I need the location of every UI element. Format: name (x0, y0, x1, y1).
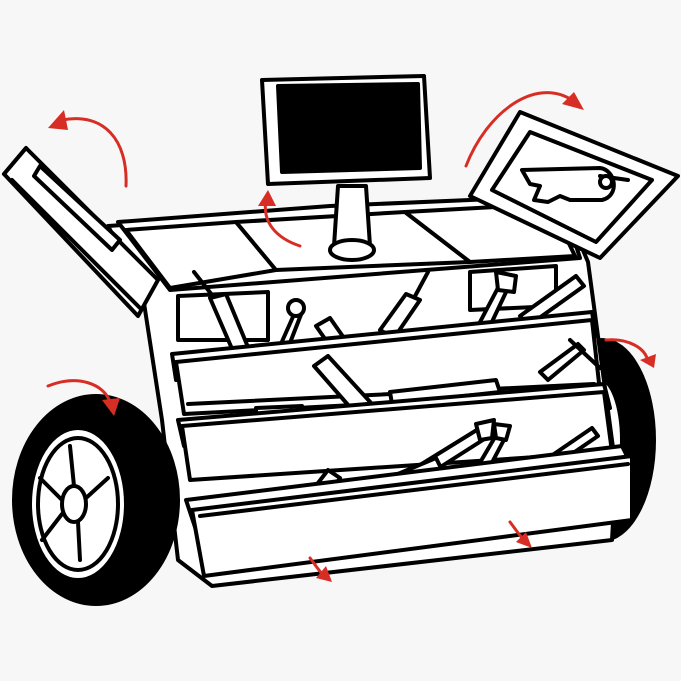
arrow-right-lid (464, 91, 584, 168)
left-lid (2, 146, 160, 318)
drawer-2 (176, 382, 614, 482)
arrow-right-side (604, 338, 656, 368)
wrench-icon (538, 338, 602, 382)
drawer-3 (184, 444, 638, 578)
drill-icon (520, 166, 630, 204)
left-wheel-icon (12, 394, 180, 606)
arrow-left-wheel (46, 379, 120, 416)
arrow-bottom-right (508, 520, 532, 548)
arrow-bottom-left (308, 556, 332, 582)
motion-arrows (46, 91, 656, 582)
wrench-icon (278, 298, 306, 350)
arrow-top (258, 190, 302, 248)
right-lid (468, 110, 680, 260)
monitor-icon (260, 74, 432, 262)
arrow-left-lid (48, 110, 128, 188)
wrench-icon (478, 270, 518, 328)
